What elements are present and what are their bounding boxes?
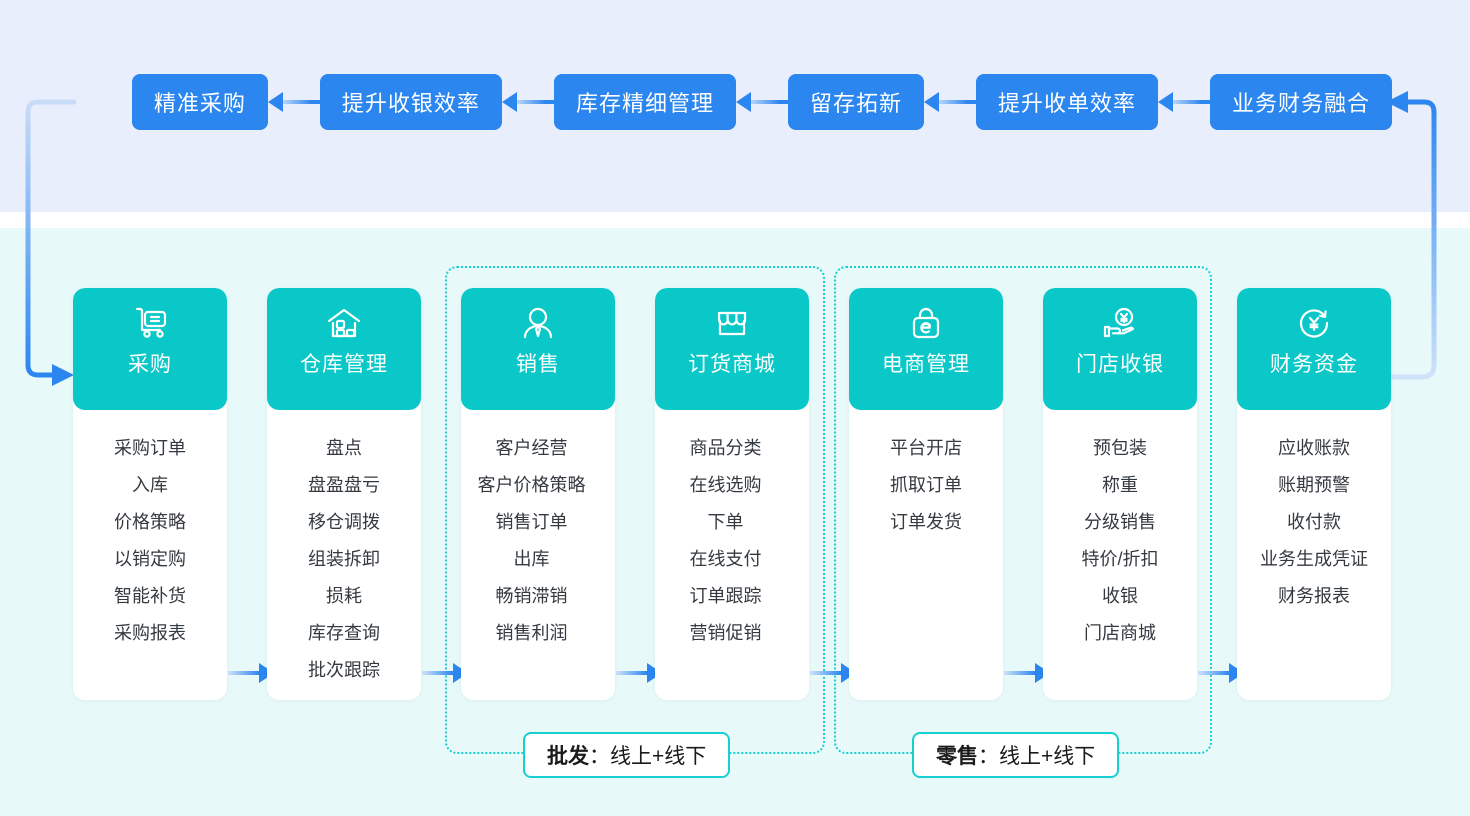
module-item[interactable]: 以销定购 bbox=[114, 549, 186, 569]
module-item[interactable]: 收银 bbox=[1102, 586, 1138, 606]
module-items-caiwuzijin: 应收账款 账期预警 收付款 业务生成凭证 财务报表 bbox=[1237, 410, 1391, 630]
strategy-arrow-2 bbox=[501, 92, 554, 112]
hand-holding-yuan-icon bbox=[1099, 302, 1141, 344]
module-title-xiaoshou: 销售 bbox=[516, 353, 560, 376]
module-title-mendianshouyin: 门店收银 bbox=[1076, 353, 1164, 376]
strategy-arrow-5 bbox=[1157, 92, 1210, 112]
module-item[interactable]: 智能补货 bbox=[114, 586, 186, 606]
module-item[interactable]: 批次跟踪 bbox=[308, 660, 380, 680]
module-item[interactable]: 订单发货 bbox=[890, 512, 962, 532]
group-label-retail: 零售：线上+线下 bbox=[912, 732, 1120, 778]
strategy-arrow-3 bbox=[735, 92, 788, 112]
module-item[interactable]: 损耗 bbox=[326, 586, 362, 606]
module-item[interactable]: 在线支付 bbox=[689, 549, 762, 569]
module-items-dianshangguanli: 平台开店 抓取订单 订单发货 bbox=[849, 410, 1003, 556]
module-item[interactable]: 客户经营 bbox=[495, 438, 568, 458]
strategy-item-0: 精准采购 bbox=[131, 74, 268, 130]
module-item[interactable]: 入库 bbox=[132, 475, 168, 495]
module-item[interactable]: 畅销滞销 bbox=[495, 586, 568, 606]
strategy-outcome-row: 业务财务融合 提升收单效率 留存拓新 库存精细管理 提升收银效率 bbox=[0, 74, 1470, 130]
hand-truck-cart-icon bbox=[129, 302, 171, 344]
module-item[interactable]: 客户价格策略 bbox=[477, 475, 586, 495]
module-item[interactable]: 称重 bbox=[1102, 475, 1138, 495]
module-title-caigou: 采购 bbox=[128, 353, 172, 376]
person-tie-icon bbox=[517, 302, 559, 344]
strategy-box-jingzhuncaigou[interactable]: 精准采购 bbox=[131, 74, 268, 130]
strategy-box-liucuntuoxin[interactable]: 留存拓新 bbox=[787, 74, 924, 130]
module-item[interactable]: 订单跟踪 bbox=[689, 586, 762, 606]
storefront-icon bbox=[711, 302, 753, 344]
strategy-arrow-1 bbox=[267, 92, 320, 112]
module-card-header-caigou: 采购 bbox=[73, 288, 227, 410]
yuan-refresh-circle-icon bbox=[1293, 302, 1335, 344]
strategy-box-tishengshoudanxiaolv[interactable]: 提升收单效率 bbox=[975, 74, 1158, 130]
strategy-item-2: 库存精细管理 bbox=[501, 74, 736, 130]
module-card-cangkuguanli[interactable]: 仓库管理 盘点 盘盈盘亏 移仓调拨 组装拆卸 损耗 库存查询 批次跟踪 bbox=[267, 288, 421, 700]
module-card-header-dianshangguanli: 电商管理 bbox=[849, 288, 1003, 410]
module-card-mendianshouyin[interactable]: 门店收银 预包装 称重 分级销售 特价/折扣 收银 门店商城 bbox=[1043, 288, 1197, 700]
module-item[interactable]: 盘盈盘亏 bbox=[308, 475, 380, 495]
module-item[interactable]: 收付款 bbox=[1287, 512, 1341, 532]
module-item[interactable]: 销售订单 bbox=[495, 512, 568, 532]
module-card-caiwuzijin[interactable]: 财务资金 应收账款 账期预警 收付款 业务生成凭证 财务报表 bbox=[1237, 288, 1391, 700]
module-item[interactable]: 盘点 bbox=[326, 438, 362, 458]
module-item[interactable]: 价格策略 bbox=[114, 512, 186, 532]
group-label-retail-prefix: 零售 bbox=[936, 745, 978, 768]
module-items-caigou: 采购订单 入库 价格策略 以销定购 智能补货 采购报表 bbox=[73, 410, 227, 667]
module-card-xiaoshou[interactable]: 销售 客户经营 客户价格策略 销售订单 出库 畅销滞销 销售利润 bbox=[461, 288, 615, 700]
module-item[interactable]: 营销促销 bbox=[689, 623, 762, 643]
module-title-dinghuoshangcheng: 订货商城 bbox=[688, 353, 776, 376]
module-item[interactable]: 预包装 bbox=[1093, 438, 1147, 458]
module-item[interactable]: 门店商城 bbox=[1084, 623, 1156, 643]
module-card-header-xiaoshou: 销售 bbox=[461, 288, 615, 410]
strategy-item-4: 提升收单效率 bbox=[923, 74, 1158, 130]
strategy-box-tishengshouyinxiaolv[interactable]: 提升收银效率 bbox=[319, 74, 502, 130]
group-label-wholesale-suffix: ：线上+线下 bbox=[589, 745, 707, 768]
module-title-cangkuguanli: 仓库管理 bbox=[300, 353, 388, 376]
module-item[interactable]: 销售利润 bbox=[495, 623, 568, 643]
module-items-xiaoshou: 客户经营 客户价格策略 销售订单 出库 畅销滞销 销售利润 bbox=[461, 410, 615, 667]
module-card-dianshangguanli[interactable]: 电商管理 平台开店 抓取订单 订单发货 bbox=[849, 288, 1003, 700]
strategy-arrow-4 bbox=[923, 92, 976, 112]
module-card-header-caiwuzijin: 财务资金 bbox=[1237, 288, 1391, 410]
module-card-header-dinghuoshangcheng: 订货商城 bbox=[655, 288, 809, 410]
module-item[interactable]: 商品分类 bbox=[689, 438, 762, 458]
strategy-box-yewucaiwuronghe[interactable]: 业务财务融合 bbox=[1209, 74, 1392, 130]
strategy-box-kucunjingximanage[interactable]: 库存精细管理 bbox=[553, 74, 736, 130]
warehouse-house-icon bbox=[323, 302, 365, 344]
module-item[interactable]: 组装拆卸 bbox=[308, 549, 380, 569]
module-items-cangkuguanli: 盘点 盘盈盘亏 移仓调拨 组装拆卸 损耗 库存查询 批次跟踪 bbox=[267, 410, 421, 700]
module-item[interactable]: 采购订单 bbox=[114, 438, 186, 458]
module-item[interactable]: 库存查询 bbox=[308, 623, 380, 643]
ecommerce-bag-icon bbox=[905, 302, 947, 344]
module-cards-row: 采购 采购订单 入库 价格策略 以销定购 智能补货 采购报表 bbox=[0, 288, 1470, 708]
module-item[interactable]: 账期预警 bbox=[1278, 475, 1350, 495]
module-item[interactable]: 下单 bbox=[707, 512, 744, 532]
module-card-caigou[interactable]: 采购 采购订单 入库 价格策略 以销定购 智能补货 采购报表 bbox=[73, 288, 227, 700]
module-card-header-cangkuguanli: 仓库管理 bbox=[267, 288, 421, 410]
module-item[interactable]: 出库 bbox=[513, 549, 550, 569]
group-label-retail-suffix: ：线上+线下 bbox=[978, 745, 1096, 768]
module-items-mendianshouyin: 预包装 称重 分级销售 特价/折扣 收银 门店商城 bbox=[1043, 410, 1197, 667]
strategy-item-1: 提升收银效率 bbox=[267, 74, 502, 130]
strategy-item-5: 业务财务融合 bbox=[1157, 74, 1392, 130]
module-item[interactable]: 在线选购 bbox=[689, 475, 762, 495]
module-item[interactable]: 移仓调拨 bbox=[308, 512, 380, 532]
module-title-dianshangguanli: 电商管理 bbox=[882, 353, 970, 376]
group-label-wholesale-prefix: 批发 bbox=[547, 745, 589, 768]
module-item[interactable]: 分级销售 bbox=[1084, 512, 1156, 532]
module-items-dinghuoshangcheng: 商品分类 在线选购 下单 在线支付 订单跟踪 营销促销 bbox=[655, 410, 809, 667]
module-item[interactable]: 平台开店 bbox=[890, 438, 962, 458]
module-item[interactable]: 采购报表 bbox=[114, 623, 186, 643]
module-card-header-mendianshouyin: 门店收银 bbox=[1043, 288, 1197, 410]
group-label-wholesale: 批发：线上+线下 bbox=[523, 732, 731, 778]
module-item[interactable]: 特价/折扣 bbox=[1081, 549, 1159, 569]
module-item[interactable]: 抓取订单 bbox=[890, 475, 962, 495]
module-card-dinghuoshangcheng[interactable]: 订货商城 商品分类 在线选购 下单 在线支付 订单跟踪 营销促销 bbox=[655, 288, 809, 700]
module-item[interactable]: 应收账款 bbox=[1278, 438, 1350, 458]
module-item[interactable]: 业务生成凭证 bbox=[1260, 549, 1368, 569]
strategy-item-3: 留存拓新 bbox=[735, 74, 924, 130]
module-title-caiwuzijin: 财务资金 bbox=[1270, 353, 1358, 376]
module-item[interactable]: 财务报表 bbox=[1278, 586, 1350, 606]
